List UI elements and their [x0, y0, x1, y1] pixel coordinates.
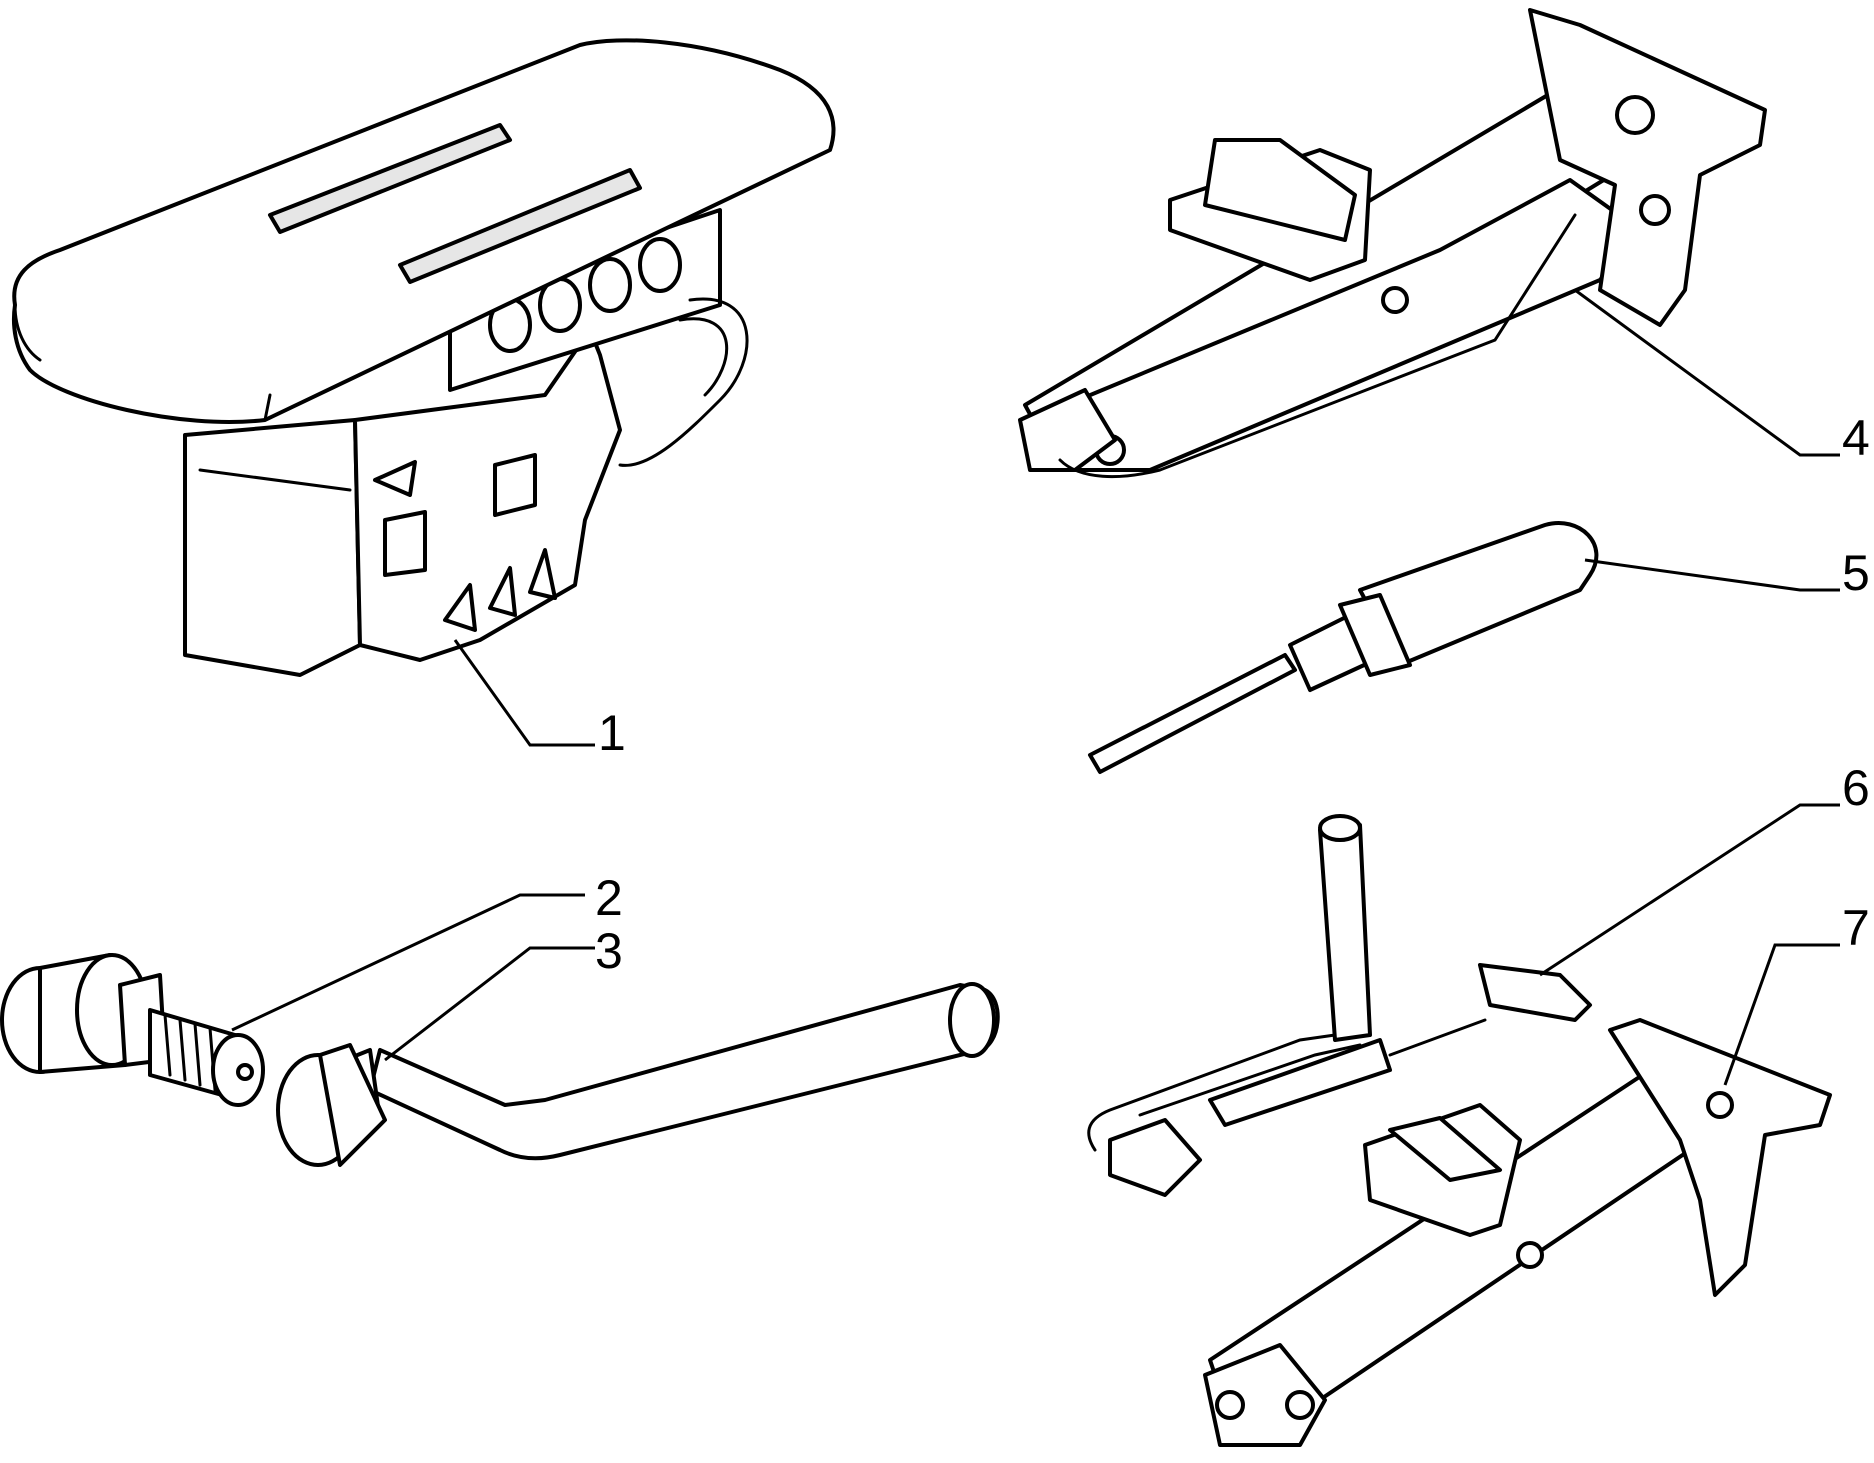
screwdriver-part-5 — [1088, 521, 1599, 774]
leader-4 — [1574, 288, 1840, 457]
callout-1: 1 — [598, 705, 626, 761]
leader-6 — [1539, 803, 1840, 977]
callout-labels: 1 2 3 4 5 6 7 — [595, 410, 1870, 979]
callout-3: 3 — [595, 923, 623, 979]
callout-7: 7 — [1842, 900, 1870, 956]
leader-5 — [1584, 558, 1840, 592]
callout-4: 4 — [1842, 410, 1870, 466]
tool-tray-part-1 — [11, 38, 836, 677]
crank-handle-part-6 — [1087, 814, 1592, 1197]
leader-3 — [384, 946, 595, 1062]
leader-lines — [231, 288, 1840, 1086]
wheel-brace-part-3 — [276, 982, 1000, 1167]
callout-5: 5 — [1842, 545, 1870, 601]
leader-1 — [453, 639, 595, 747]
leader-7 — [1723, 943, 1840, 1086]
wheel-socket-part-2 — [0, 953, 265, 1107]
callout-6: 6 — [1842, 760, 1870, 816]
callout-2: 2 — [595, 870, 623, 926]
scissor-jack-part-4 — [1018, 8, 1767, 478]
leader-2 — [231, 893, 585, 1032]
scissor-jack-part-7 — [1203, 1018, 1832, 1447]
